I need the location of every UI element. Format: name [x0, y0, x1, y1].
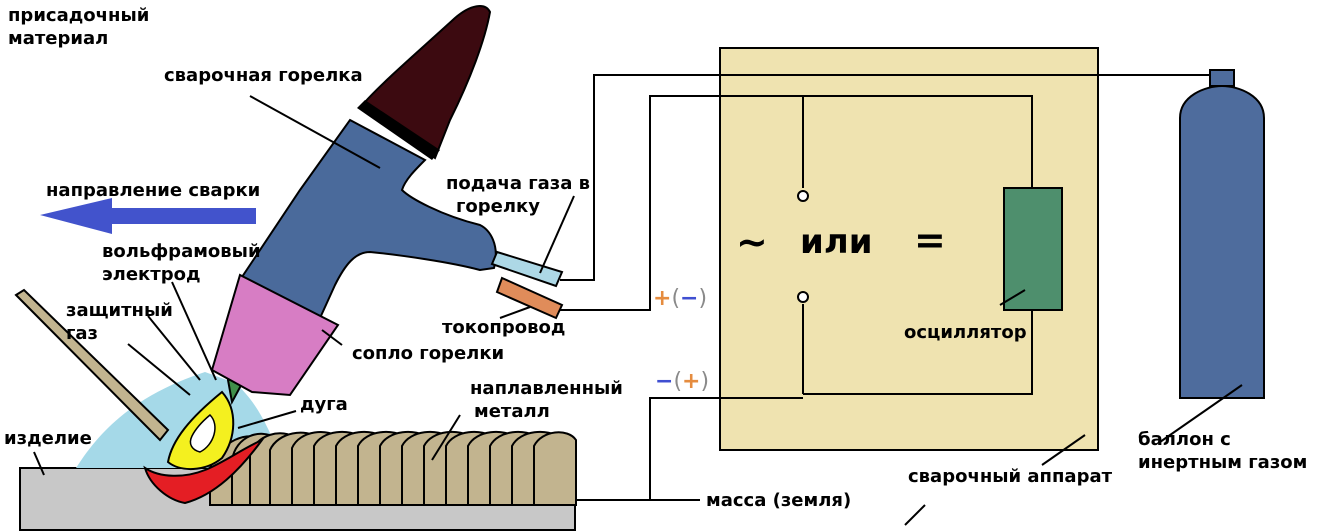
gas-tube	[490, 250, 564, 288]
leader-lines	[33, 95, 1243, 526]
polarity-bottom-first: −	[655, 369, 674, 394]
label-shielding-gas-line2: газ	[66, 323, 99, 344]
label-workpiece: изделие	[4, 428, 92, 449]
molten-pool	[143, 437, 266, 505]
label-gas-cylinder-line2: инертным газом	[1138, 452, 1308, 473]
label-shielding-gas-line1: защитный	[66, 300, 173, 321]
label-welding-direction: направление сварки	[46, 180, 261, 201]
current-lead	[495, 276, 564, 320]
handle-collar	[357, 100, 440, 160]
label-gas-cylinder: баллон с инертным газом	[1138, 428, 1307, 474]
terminal-bottom	[797, 291, 809, 303]
welding-direction-arrow	[40, 198, 256, 234]
label-deposited-metal-line2: металл	[474, 401, 550, 422]
polarity-top: +(−)	[653, 286, 707, 312]
label-gas-supply-line2: горелку	[456, 196, 540, 217]
label-welding-machine: сварочный аппарат	[908, 466, 1113, 487]
label-deposited-metal-line1: наплавленный	[470, 378, 623, 399]
oscillator-box	[1003, 187, 1063, 311]
label-filler-material: присадочный материал	[8, 4, 149, 50]
torch-nozzle	[210, 273, 340, 397]
polarity-bottom-open: (	[673, 369, 683, 394]
label-nozzle: сопло горелки	[352, 343, 505, 364]
label-arc: дуга	[300, 394, 348, 415]
polarity-top-first: +	[653, 286, 672, 311]
label-gas-supply-line1: подача газа в	[446, 173, 591, 194]
weld-bead	[209, 430, 577, 506]
polarity-top-second: −	[680, 286, 699, 311]
gas-cylinder	[1179, 84, 1265, 399]
label-current-lead: токопровод	[442, 317, 566, 338]
ac-symbol: ~	[736, 220, 768, 264]
label-shielding-gas: защитный газ	[66, 299, 173, 345]
label-torch: сварочная горелка	[164, 65, 363, 86]
polarity-bottom: −(+)	[655, 369, 709, 395]
polarity-bottom-close: )	[700, 369, 710, 394]
label-deposited-metal: наплавленный металл	[470, 377, 623, 423]
dc-symbol: =	[914, 218, 946, 262]
label-oscillator: осциллятор	[904, 322, 1027, 343]
torch-body	[238, 118, 497, 320]
label-filler-material-line2: материал	[8, 28, 109, 49]
polarity-bottom-second: +	[682, 369, 701, 394]
label-gas-cylinder-line1: баллон с	[1138, 429, 1231, 450]
label-ground: масса (земля)	[706, 490, 852, 511]
or-word: или	[800, 222, 873, 262]
polarity-top-close: )	[698, 286, 708, 311]
polarity-top-open: (	[671, 286, 681, 311]
label-tungsten-electrode-line1: вольфрамовый	[102, 241, 261, 262]
label-filler-material-line1: присадочный	[8, 5, 150, 26]
cylinder-valve	[1209, 69, 1235, 87]
terminal-top	[797, 190, 809, 202]
label-gas-supply: подача газа в горелку	[446, 172, 590, 218]
arc-core	[189, 413, 216, 453]
label-tungsten-electrode-line2: электрод	[102, 264, 201, 285]
label-tungsten-electrode: вольфрамовый электрод	[102, 240, 261, 286]
torch-handle	[363, 5, 492, 160]
filler-rod	[14, 288, 170, 442]
